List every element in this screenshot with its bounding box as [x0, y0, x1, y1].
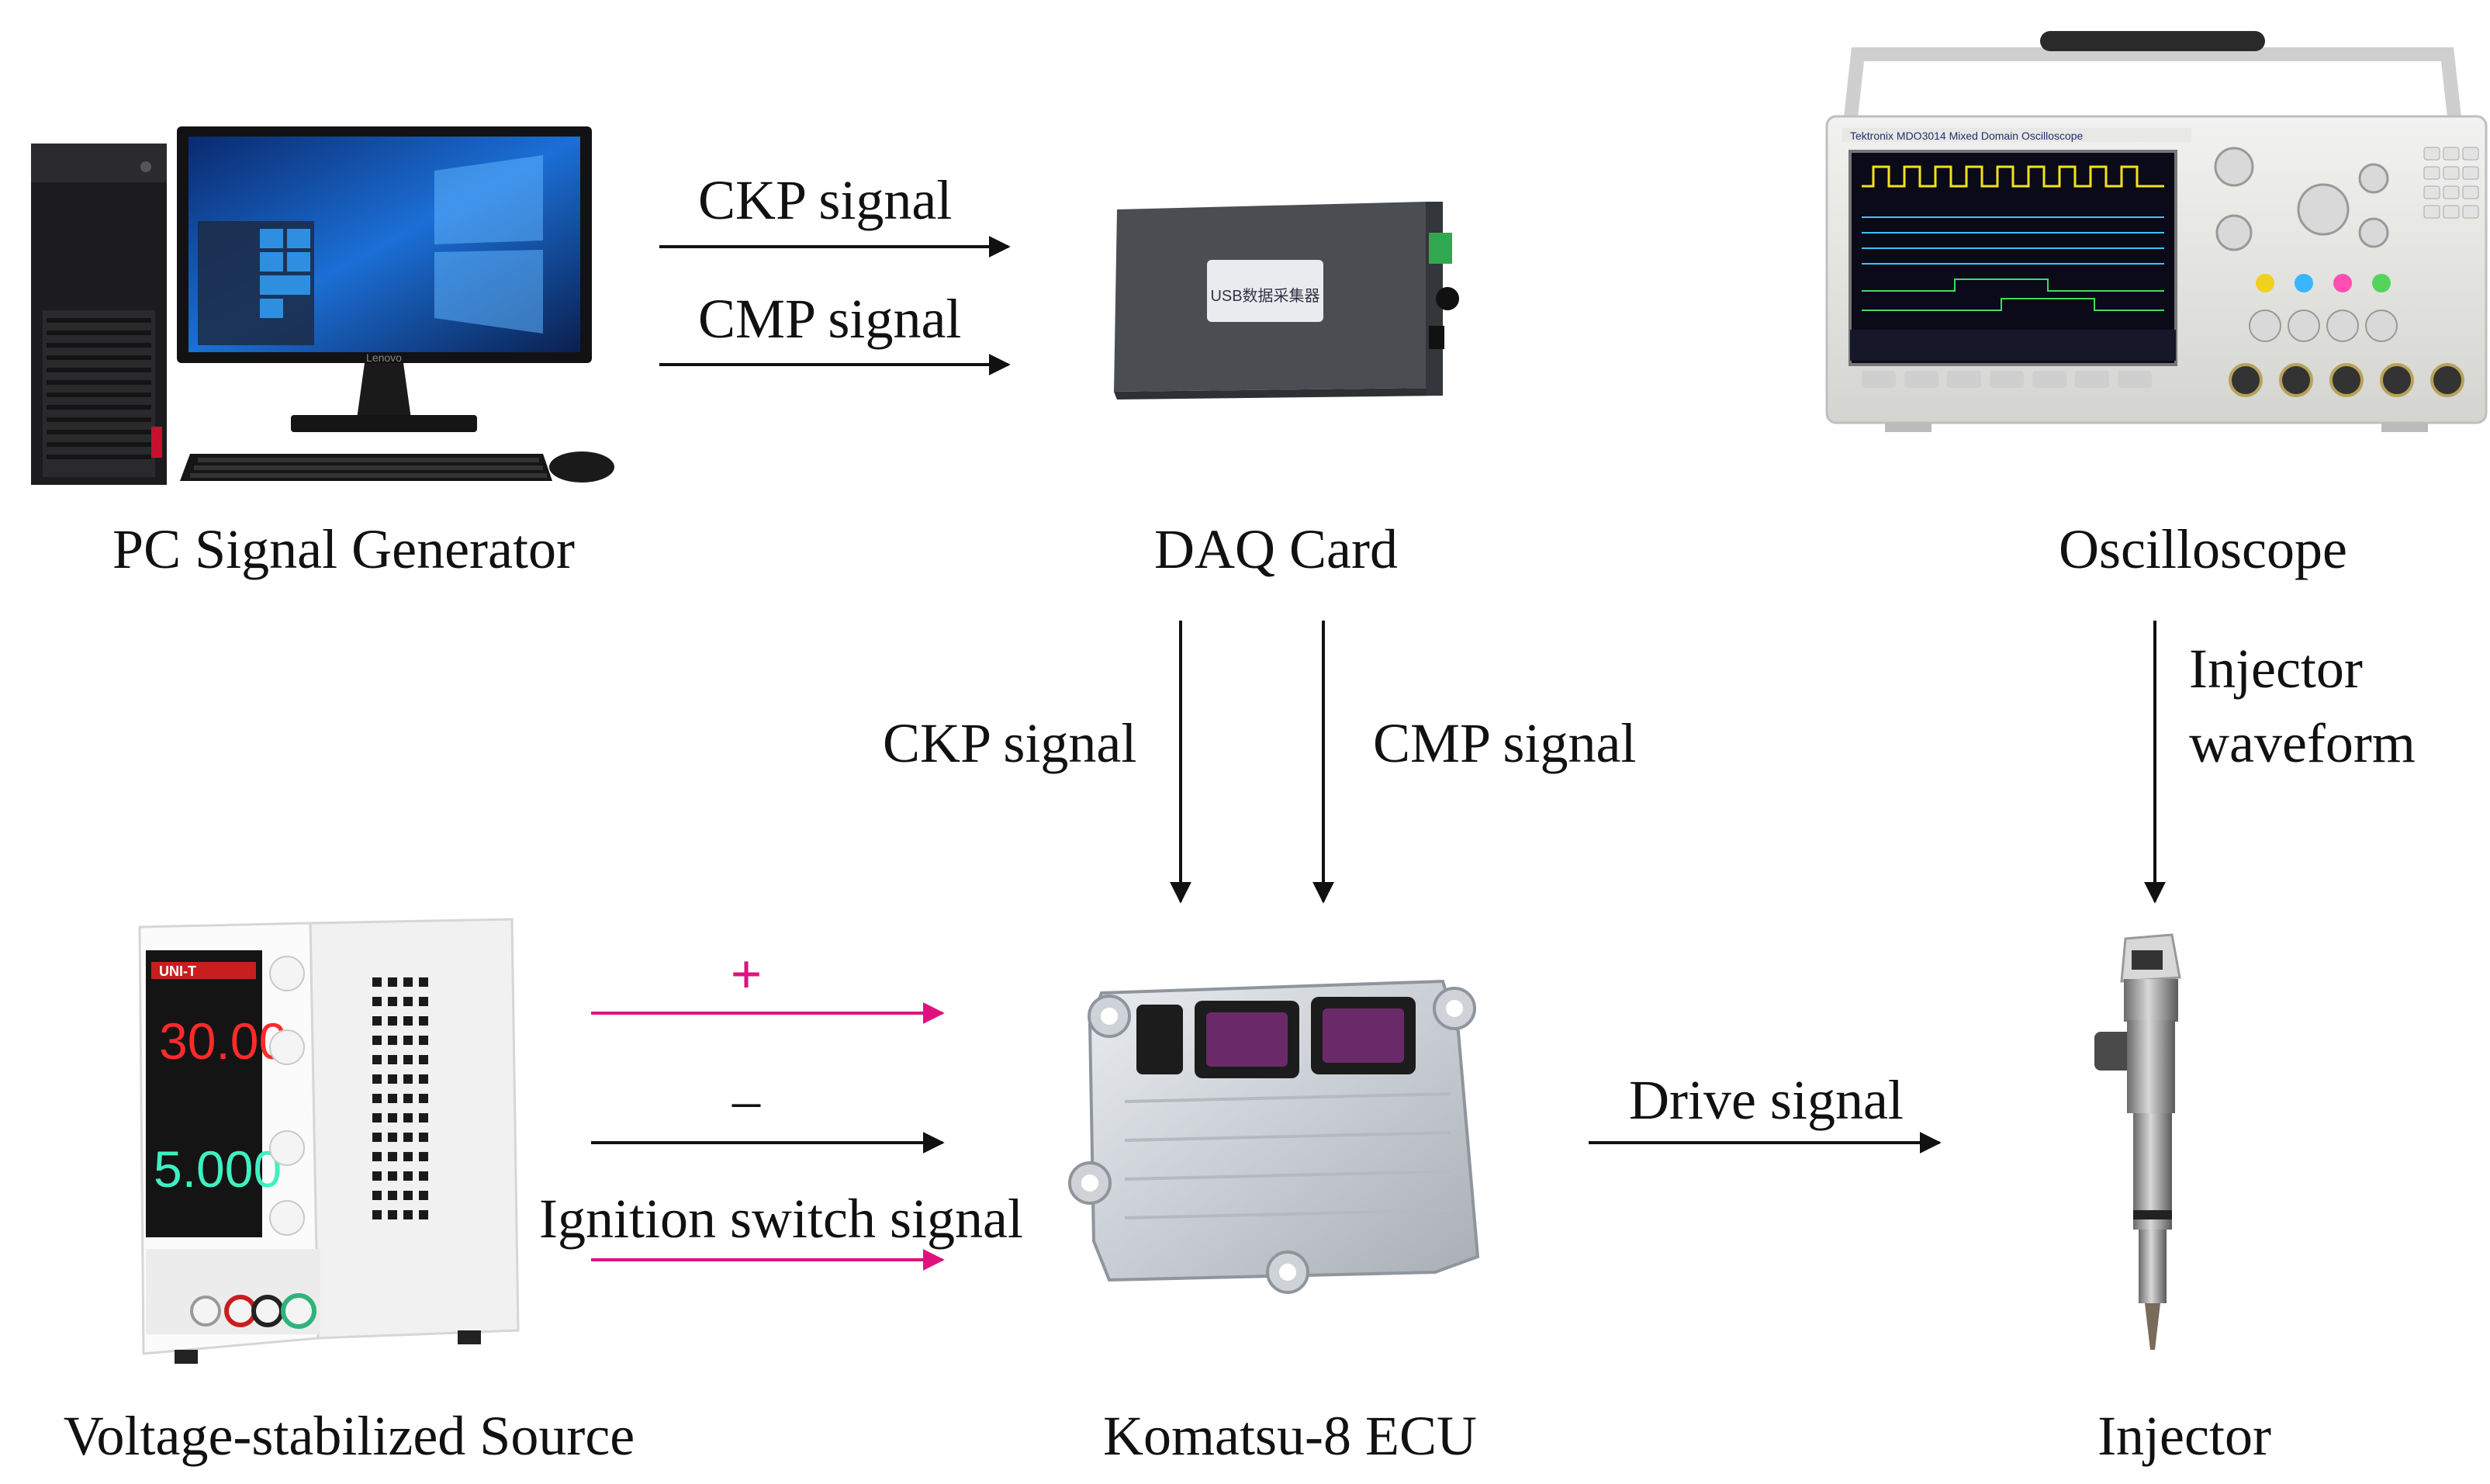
power-supply-icon: UNI-T 30.00 5.000 [138, 918, 520, 1364]
edge-label-injector-waveform-2: waveform [2189, 712, 2416, 774]
ecu-label: Komatsu-8 ECU [1103, 1405, 1477, 1467]
desktop-pc-icon: Lenovo [31, 126, 614, 485]
injector-label: Injector [2097, 1405, 2271, 1467]
injector-icon [2094, 933, 2181, 1350]
oscilloscope-label: Oscilloscope [2059, 518, 2347, 580]
daq-card-label: DAQ Card [1154, 518, 1398, 580]
svg-text:Tektronix MDO3014 Mixed Doma: Tektronix MDO3014 Mixed Domain Oscillosc… [1850, 130, 2084, 142]
edge-label-daq-ecu-ckp: CKP signal [883, 712, 1137, 774]
edge-label-minus: – [732, 1069, 760, 1131]
edge-label-ignition-switch: Ignition switch signal [539, 1188, 1023, 1250]
edge-label-pc-daq-ckp: CKP signal [698, 169, 953, 231]
edge-label-injector-waveform-1: Injector [2189, 638, 2363, 700]
daq-card-icon: USB数据采集器 [1114, 202, 1459, 400]
pc-signal-generator-label: PC Signal Generator [112, 518, 575, 580]
oscilloscope-icon: Tektronix MDO3014 Mixed Domain Oscillosc… [1825, 31, 2488, 432]
voltage-source-label: Voltage-stabilized Source [63, 1405, 635, 1467]
ecu-icon [1068, 979, 1480, 1294]
svg-text:30.00: 30.00 [159, 1012, 287, 1070]
edge-label-daq-ecu-cmp: CMP signal [1373, 712, 1637, 774]
edge-label-drive-signal: Drive signal [1629, 1069, 1904, 1131]
edge-label-pc-daq-cmp: CMP signal [698, 288, 962, 350]
edge-label-plus: + [730, 943, 763, 1005]
svg-text:UNI-T: UNI-T [159, 963, 196, 979]
svg-text:Lenovo: Lenovo [366, 351, 402, 364]
svg-text:USB数据采集器: USB数据采集器 [1210, 287, 1319, 305]
svg-text:5.000: 5.000 [154, 1140, 282, 1198]
